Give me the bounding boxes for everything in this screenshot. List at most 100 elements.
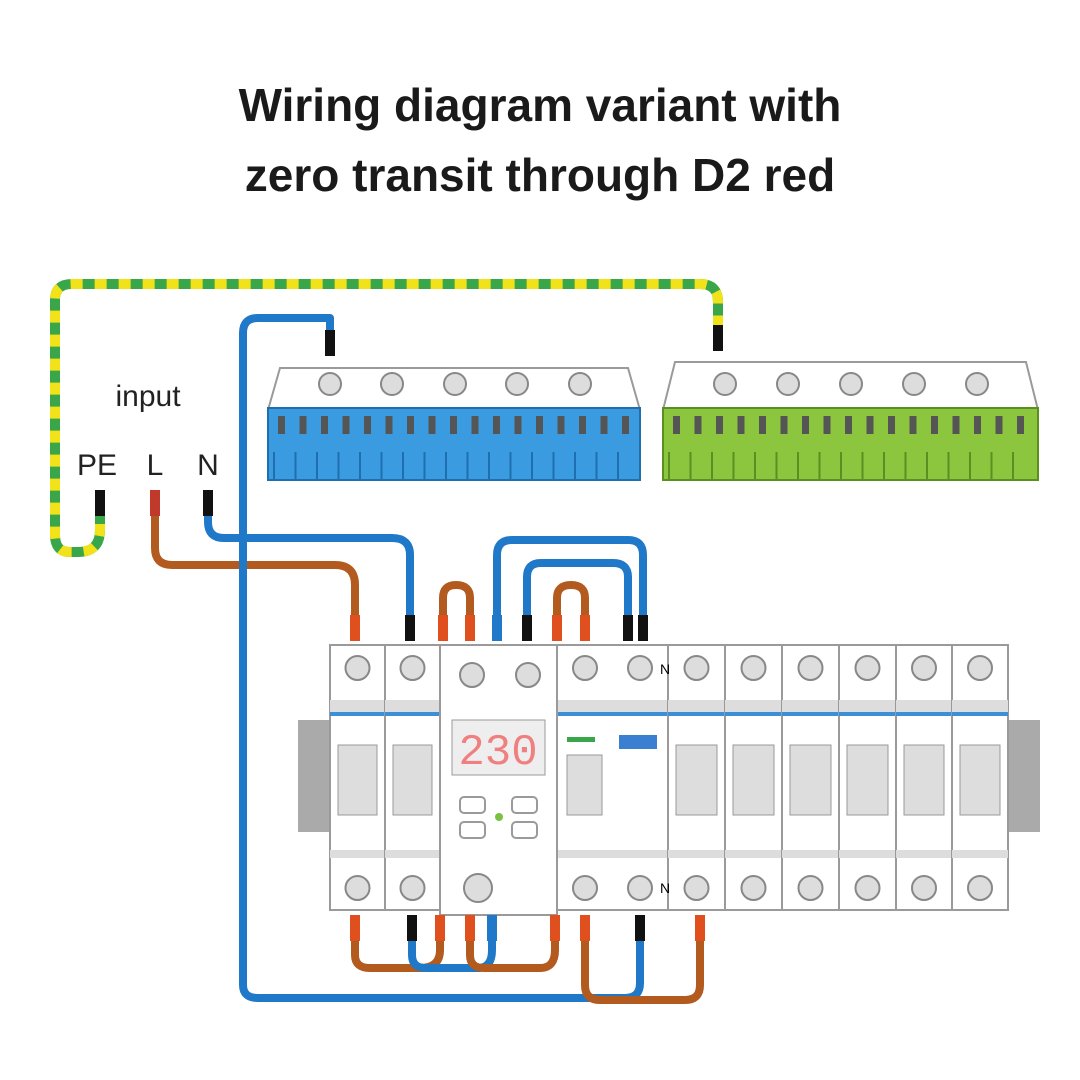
earth-busbar <box>661 361 1040 481</box>
input-label: input <box>115 380 181 413</box>
rcd-n-top-label: N <box>660 661 670 677</box>
busbar-terminal <box>888 416 895 434</box>
title-line-1: Wiring diagram variant with <box>238 79 842 131</box>
busbar-terminal <box>385 416 393 434</box>
wire-ferrule <box>487 915 497 941</box>
busbar-screw <box>505 372 529 396</box>
minus-button[interactable] <box>459 796 486 814</box>
busbar-terminal <box>1017 416 1024 434</box>
wire-ferrule <box>465 915 475 941</box>
voltage-relay-d2: 230 <box>439 644 558 916</box>
din-rail-right <box>1008 720 1040 832</box>
circuit-breaker <box>838 644 897 911</box>
wire-ferrule <box>95 490 105 516</box>
busbar-terminal <box>321 416 328 434</box>
menu-button[interactable] <box>459 821 486 839</box>
busbar-screw <box>380 372 404 396</box>
wire-ferrule <box>435 915 445 941</box>
wire-ferrule <box>325 330 335 356</box>
power-button[interactable] <box>511 821 538 839</box>
main-breaker-pole <box>384 644 441 911</box>
busbar-terminal <box>514 416 522 434</box>
wires <box>151 314 704 1004</box>
busbar-terminal <box>536 416 543 434</box>
busbar-screw <box>713 372 737 396</box>
busbar-terminal <box>759 416 766 434</box>
busbar-screw <box>568 372 592 396</box>
busbar-terminal <box>909 416 917 434</box>
busbar-terminal <box>931 416 938 434</box>
neutral-bus-wire <box>239 314 644 1002</box>
wire-ferrule <box>623 615 633 641</box>
wire-ferrule <box>407 915 417 941</box>
circuit-breaker <box>724 644 783 911</box>
busbar-terminal <box>845 416 852 434</box>
main-breaker-pole <box>329 644 386 911</box>
line-input-wire <box>151 500 359 625</box>
wire-ferrule <box>405 615 415 641</box>
voltage-display: 230 <box>458 728 537 778</box>
busbar-screw <box>318 372 342 396</box>
busbar-terminal <box>866 416 874 434</box>
plus-button[interactable] <box>511 796 538 814</box>
wire-ferrules <box>95 325 723 941</box>
n-label: N <box>197 449 219 482</box>
neutral-busbar <box>266 367 642 481</box>
busbar-screw <box>902 372 926 396</box>
wire-ferrule <box>713 325 723 351</box>
busbar-terminal <box>823 416 831 434</box>
busbar-terminal <box>407 416 414 434</box>
busbar-terminal <box>299 416 307 434</box>
busbar-terminal <box>278 416 285 434</box>
wire-ferrule <box>550 915 560 941</box>
breaker-toggle[interactable] <box>789 744 832 816</box>
diagram-title: Wiring diagram variant with zero transit… <box>0 70 1080 210</box>
busbar-terminal <box>342 416 350 434</box>
rcd-toggle[interactable] <box>566 754 603 816</box>
title-line-2: zero transit through D2 red <box>244 149 836 201</box>
breaker-toggle[interactable] <box>675 744 718 816</box>
busbar-screw <box>839 372 863 396</box>
busbar-terminal <box>974 416 981 434</box>
neutral-input-wire <box>204 500 414 625</box>
busbar-screw <box>965 372 989 396</box>
wire-ferrule <box>695 915 705 941</box>
busbar-terminal <box>622 416 629 434</box>
wire-ferrule <box>438 615 448 641</box>
busbar-terminal <box>493 416 500 434</box>
breaker-toggle[interactable] <box>846 744 889 816</box>
pe-label: PE <box>77 449 117 482</box>
status-led <box>495 813 503 821</box>
busbar-terminal <box>780 416 788 434</box>
rcd-module <box>556 644 669 911</box>
device-row <box>329 644 1009 911</box>
busbar-terminal <box>673 416 680 434</box>
breaker-toggle[interactable] <box>337 744 378 816</box>
wire-ferrule <box>552 615 562 641</box>
wire-ferrule <box>350 915 360 941</box>
wire-ferrule <box>492 615 502 641</box>
busbar-terminal <box>737 416 745 434</box>
breaker-toggle[interactable] <box>392 744 433 816</box>
din-rail-left <box>298 720 330 832</box>
busbar-terminal <box>716 416 723 434</box>
wire-ferrule <box>522 615 532 641</box>
wire-ferrule <box>465 615 475 641</box>
breaker-toggle[interactable] <box>903 744 945 816</box>
circuit-breaker <box>781 644 840 911</box>
circuit-breaker <box>895 644 953 911</box>
circuit-breaker <box>951 644 1009 911</box>
wire-ferrule <box>350 615 360 641</box>
wire-ferrule <box>580 915 590 941</box>
breaker-toggle[interactable] <box>732 744 775 816</box>
busbar-terminal <box>802 416 809 434</box>
busbar-screw <box>443 372 467 396</box>
busbar-terminal <box>557 416 565 434</box>
busbar-terminal <box>364 416 371 434</box>
busbar-screw <box>776 372 800 396</box>
busbar-terminal <box>450 416 457 434</box>
wire-ferrule <box>150 490 160 516</box>
breaker-toggle[interactable] <box>959 744 1001 816</box>
wire-ferrule <box>203 490 213 516</box>
